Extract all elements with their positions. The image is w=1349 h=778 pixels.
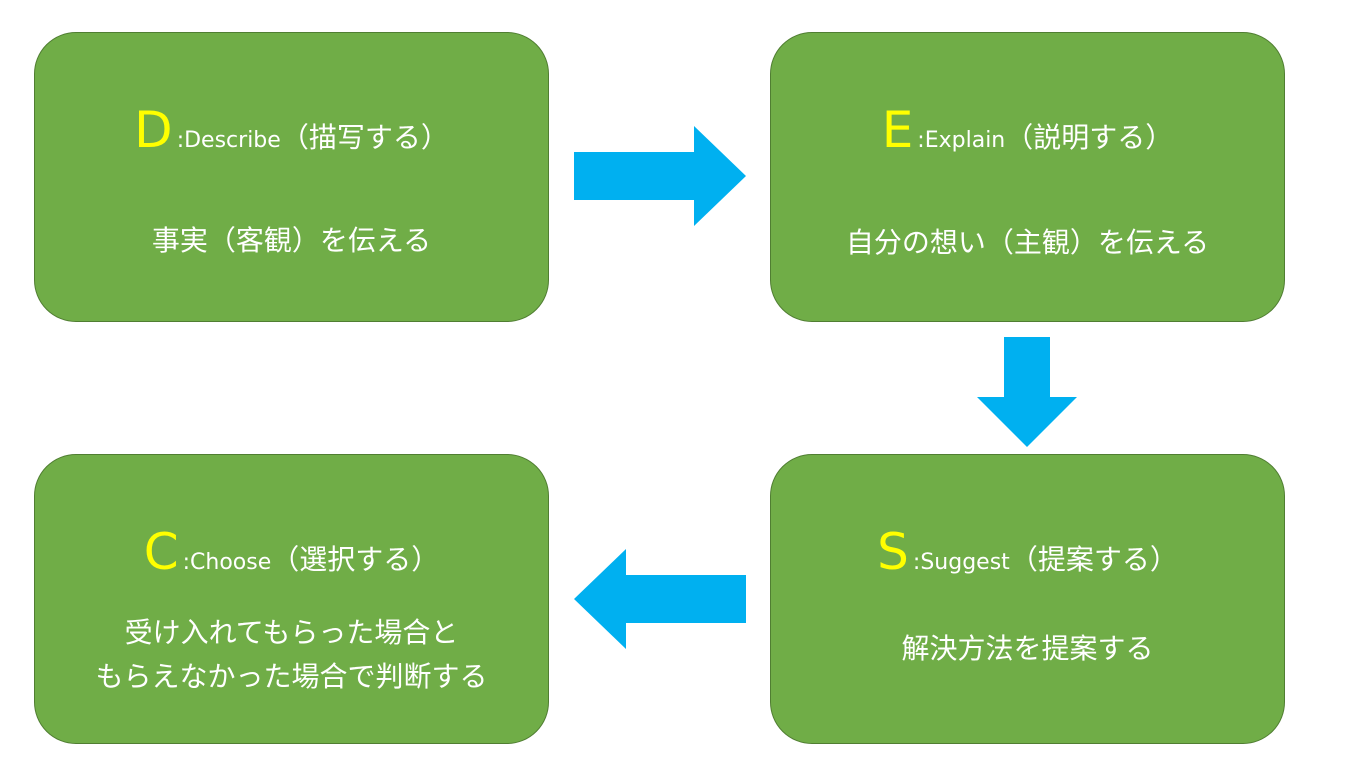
step-s-title: S:Suggest（提案する） <box>771 523 1284 581</box>
step-s-colon: : <box>912 550 921 575</box>
step-c-description: 受け入れてもらった場合と もらえなかった場合で判断する <box>35 611 548 699</box>
step-s-description: 解決方法を提案する <box>771 627 1284 671</box>
step-c-desc-line-1: 受け入れてもらった場合と <box>124 616 459 649</box>
step-d-letter: D <box>134 101 173 159</box>
step-e-letter: E <box>881 101 914 159</box>
step-d-desc-line: 事実（客観）を伝える <box>151 224 432 257</box>
step-d-box: D:Describe（描写する） 事実（客観）を伝える <box>34 32 549 322</box>
step-c-desc-line-2: もらえなかった場合で判断する <box>95 660 488 693</box>
step-e-desc-line: 自分の想い（主観）を伝える <box>845 226 1210 259</box>
step-d-paren: （描写する） <box>280 121 449 154</box>
step-e-colon: : <box>917 128 925 153</box>
step-e-word: Explain <box>924 128 1006 153</box>
step-c-paren: （選択する） <box>271 543 440 576</box>
step-d-word: Describe <box>184 128 281 153</box>
step-s-word: Suggest <box>920 550 1010 575</box>
step-c-letter: C <box>143 523 179 581</box>
step-d-colon: : <box>176 128 185 153</box>
step-s-paren: （提案する） <box>1009 543 1178 576</box>
step-c-colon: : <box>182 550 191 575</box>
step-e-paren: （説明する） <box>1005 121 1174 154</box>
arrow-down <box>977 337 1077 447</box>
step-e-title: E:Explain（説明する） <box>771 101 1284 159</box>
step-c-box: C:Choose（選択する） 受け入れてもらった場合と もらえなかった場合で判断… <box>34 454 549 744</box>
step-c-word: Choose <box>190 550 272 575</box>
step-s-desc-line: 解決方法を提案する <box>901 632 1154 665</box>
step-c-title: C:Choose（選択する） <box>35 523 548 581</box>
step-e-box: E:Explain（説明する） 自分の想い（主観）を伝える <box>770 32 1285 322</box>
step-e-description: 自分の想い（主観）を伝える <box>771 221 1284 265</box>
step-s-letter: S <box>877 523 909 581</box>
step-s-box: S:Suggest（提案する） 解決方法を提案する <box>770 454 1285 744</box>
step-d-description: 事実（客観）を伝える <box>35 219 548 263</box>
arrow-left <box>574 549 746 649</box>
arrow-right <box>574 126 746 226</box>
step-d-title: D:Describe（描写する） <box>35 101 548 159</box>
